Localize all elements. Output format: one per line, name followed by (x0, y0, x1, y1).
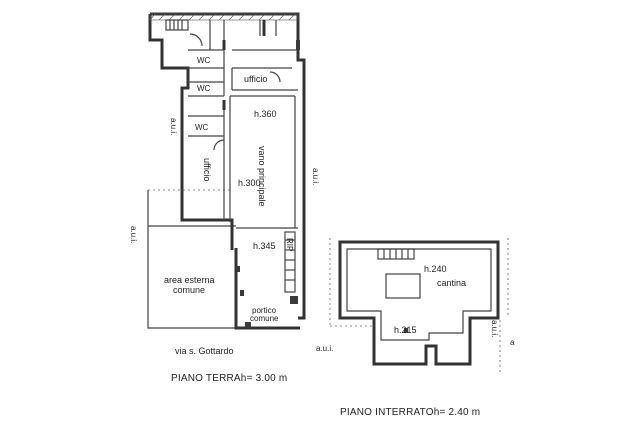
aui-label-right: a.u.i. (311, 168, 320, 185)
basement-a-label: a (510, 338, 515, 347)
ground-floor-plan: WC WC WC ufficio h.360 vano principale u… (129, 12, 320, 384)
basement-central-block (385, 273, 421, 299)
basement-stair (377, 248, 415, 260)
ufficio-top-label: ufficio (244, 74, 267, 84)
vano-principale-label: vano principale (257, 146, 267, 207)
portico-label: portico (252, 306, 277, 315)
rip-stair (284, 231, 296, 293)
wc-label-1: WC (197, 56, 211, 65)
height-label-1: h.360 (254, 109, 277, 119)
rip-label: RIP (285, 238, 294, 251)
external-area-outline (147, 190, 236, 329)
basement-outer-walls (338, 240, 500, 366)
ufficio-side-label: ufficio (202, 158, 212, 181)
basement-height-label-1: h.240 (424, 264, 447, 274)
height-label-3: h.345 (253, 241, 276, 251)
aui-label-far-left: a.u.i. (129, 226, 138, 243)
ground-floor-title: PIANO TERRAh= 3.00 m (171, 373, 287, 384)
wc-label-3: WC (195, 123, 209, 132)
street-label: via s. Gottardo (175, 346, 234, 356)
comune-label: comune (173, 285, 205, 295)
stair-top-left (165, 19, 189, 31)
basement-inner-walls (346, 248, 492, 341)
aui-label-left: a.u.i. (169, 118, 178, 135)
cantina-label: cantina (437, 278, 466, 288)
area-esterna-label: area esterna (164, 275, 215, 285)
portico-comune-label: comune (250, 314, 279, 323)
height-label-2: h.300 (238, 178, 261, 188)
ground-floor-outer-walls (148, 12, 306, 320)
wc-label-2: WC (197, 84, 211, 93)
basement-aui-label-right: a.u.i. (490, 320, 499, 337)
basement-plan: h.240 cantina h.215 a.u.i. a.u.i. a PIAN… (316, 238, 515, 418)
basement-title: PIANO INTERRATOh= 2.40 m (340, 407, 480, 418)
basement-aui-label-bottom: a.u.i. (316, 344, 333, 353)
basement-height-label-2: h.215 (394, 325, 417, 335)
